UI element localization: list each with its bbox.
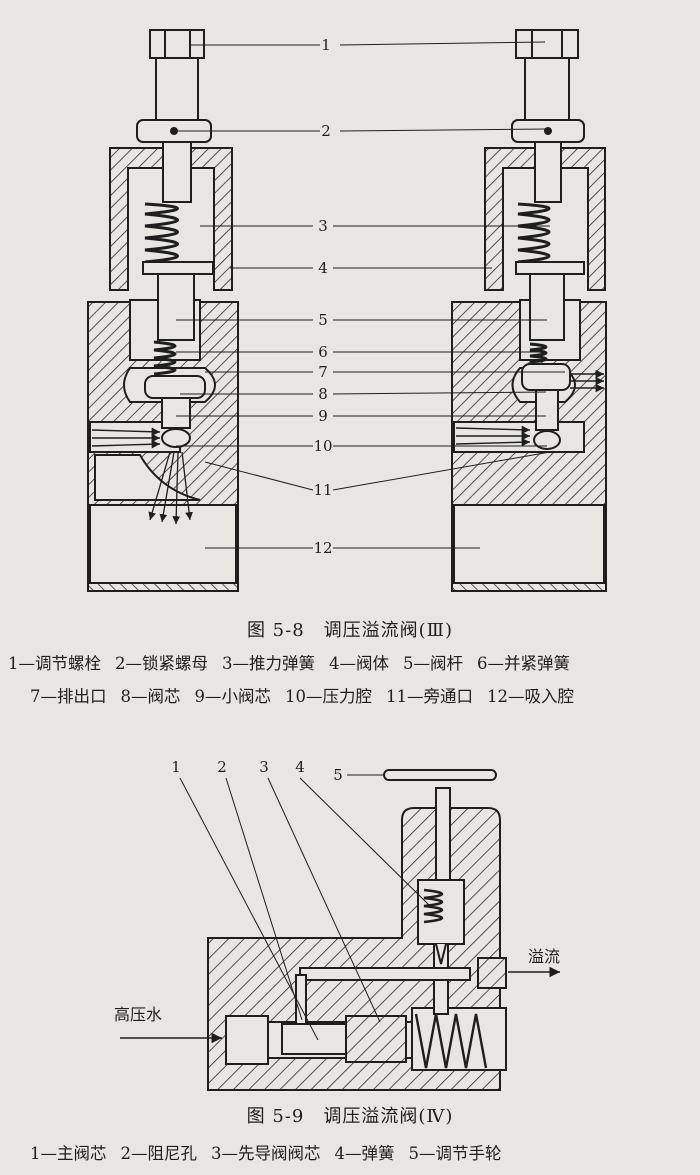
callout-3: 3 — [259, 758, 269, 776]
callout-5: 5 — [318, 311, 328, 329]
valve-right — [451, 29, 607, 592]
legend-item: 3—先导阀阀芯 — [211, 1144, 321, 1163]
callout-1: 1 — [321, 36, 331, 54]
legend-item: 1—调节螺栓 — [8, 654, 101, 673]
valve-5-9 — [120, 769, 560, 1091]
legend-item: 3—推力弹簧 — [222, 654, 315, 673]
leader-lines-5-8 — [176, 41, 565, 549]
outlet-label: 溢流 — [528, 947, 560, 966]
legend-item: 5—调节手轮 — [408, 1144, 502, 1163]
figure-5-8-drawing: 1 2 3 4 5 6 7 8 9 10 11 12 — [87, 29, 607, 592]
callout-3: 3 — [318, 217, 328, 235]
legend-item: 4—阀体 — [329, 654, 389, 673]
legend-item: 2—锁紧螺母 — [115, 654, 208, 673]
callout-4: 4 — [318, 259, 328, 277]
callout-9: 9 — [318, 407, 328, 425]
legend-item: 12—吸入腔 — [487, 687, 574, 706]
figure-5-8-legend-row2: 7—排出口 8—阀芯 9—小阀芯 10—压力腔 11—旁通口 12—吸入腔 — [30, 683, 700, 707]
valve-left — [87, 29, 239, 592]
legend-item: 9—小阀芯 — [194, 687, 272, 706]
callout-1: 1 — [171, 758, 181, 776]
callout-6: 6 — [318, 343, 328, 361]
figure-5-8-caption: 图 5-8 调压溢流阀(Ⅲ) — [246, 620, 454, 641]
callouts-5-8: 1 2 3 4 5 6 7 8 9 10 11 12 — [313, 36, 332, 557]
legend-item: 8—阀芯 — [120, 687, 181, 706]
legend-item: 4—弹簧 — [334, 1144, 395, 1163]
callout-7: 7 — [318, 363, 328, 381]
callout-4: 4 — [295, 758, 305, 776]
inlet-label: 高压水 — [114, 1005, 162, 1024]
figure-5-9-legend: 1—主阀芯 2—阻尼孔 3—先导阀阀芯 4—弹簧 5—调节手轮 — [30, 1140, 700, 1164]
callouts-5-9: 1 2 3 4 5 高压水 溢流 — [114, 758, 560, 1024]
callout-8: 8 — [318, 385, 328, 403]
figure-5-9-caption: 图 5-9 调压溢流阀(Ⅳ) — [246, 1106, 454, 1127]
legend-item: 1—主阀芯 — [30, 1144, 107, 1163]
callout-10: 10 — [313, 437, 332, 455]
legend-item: 7—排出口 — [30, 687, 107, 706]
callout-2: 2 — [217, 758, 227, 776]
leader-lines-5-9 — [179, 774, 431, 1041]
figure-5-8-legend-row1: 1—调节螺栓 2—锁紧螺母 3—推力弹簧 4—阀体 5—阀杆 6—并紧弹簧 — [8, 650, 698, 674]
legend-item: 11—旁通口 — [386, 687, 473, 706]
callout-5: 5 — [333, 766, 343, 784]
callout-12: 12 — [313, 539, 332, 557]
legend-item: 10—压力腔 — [285, 687, 372, 706]
legend-item: 6—并紧弹簧 — [477, 654, 570, 673]
legend-item: 5—阀杆 — [403, 654, 463, 673]
legend-item: 2—阻尼孔 — [120, 1144, 198, 1163]
callout-11: 11 — [313, 481, 332, 499]
callout-2: 2 — [321, 122, 331, 140]
